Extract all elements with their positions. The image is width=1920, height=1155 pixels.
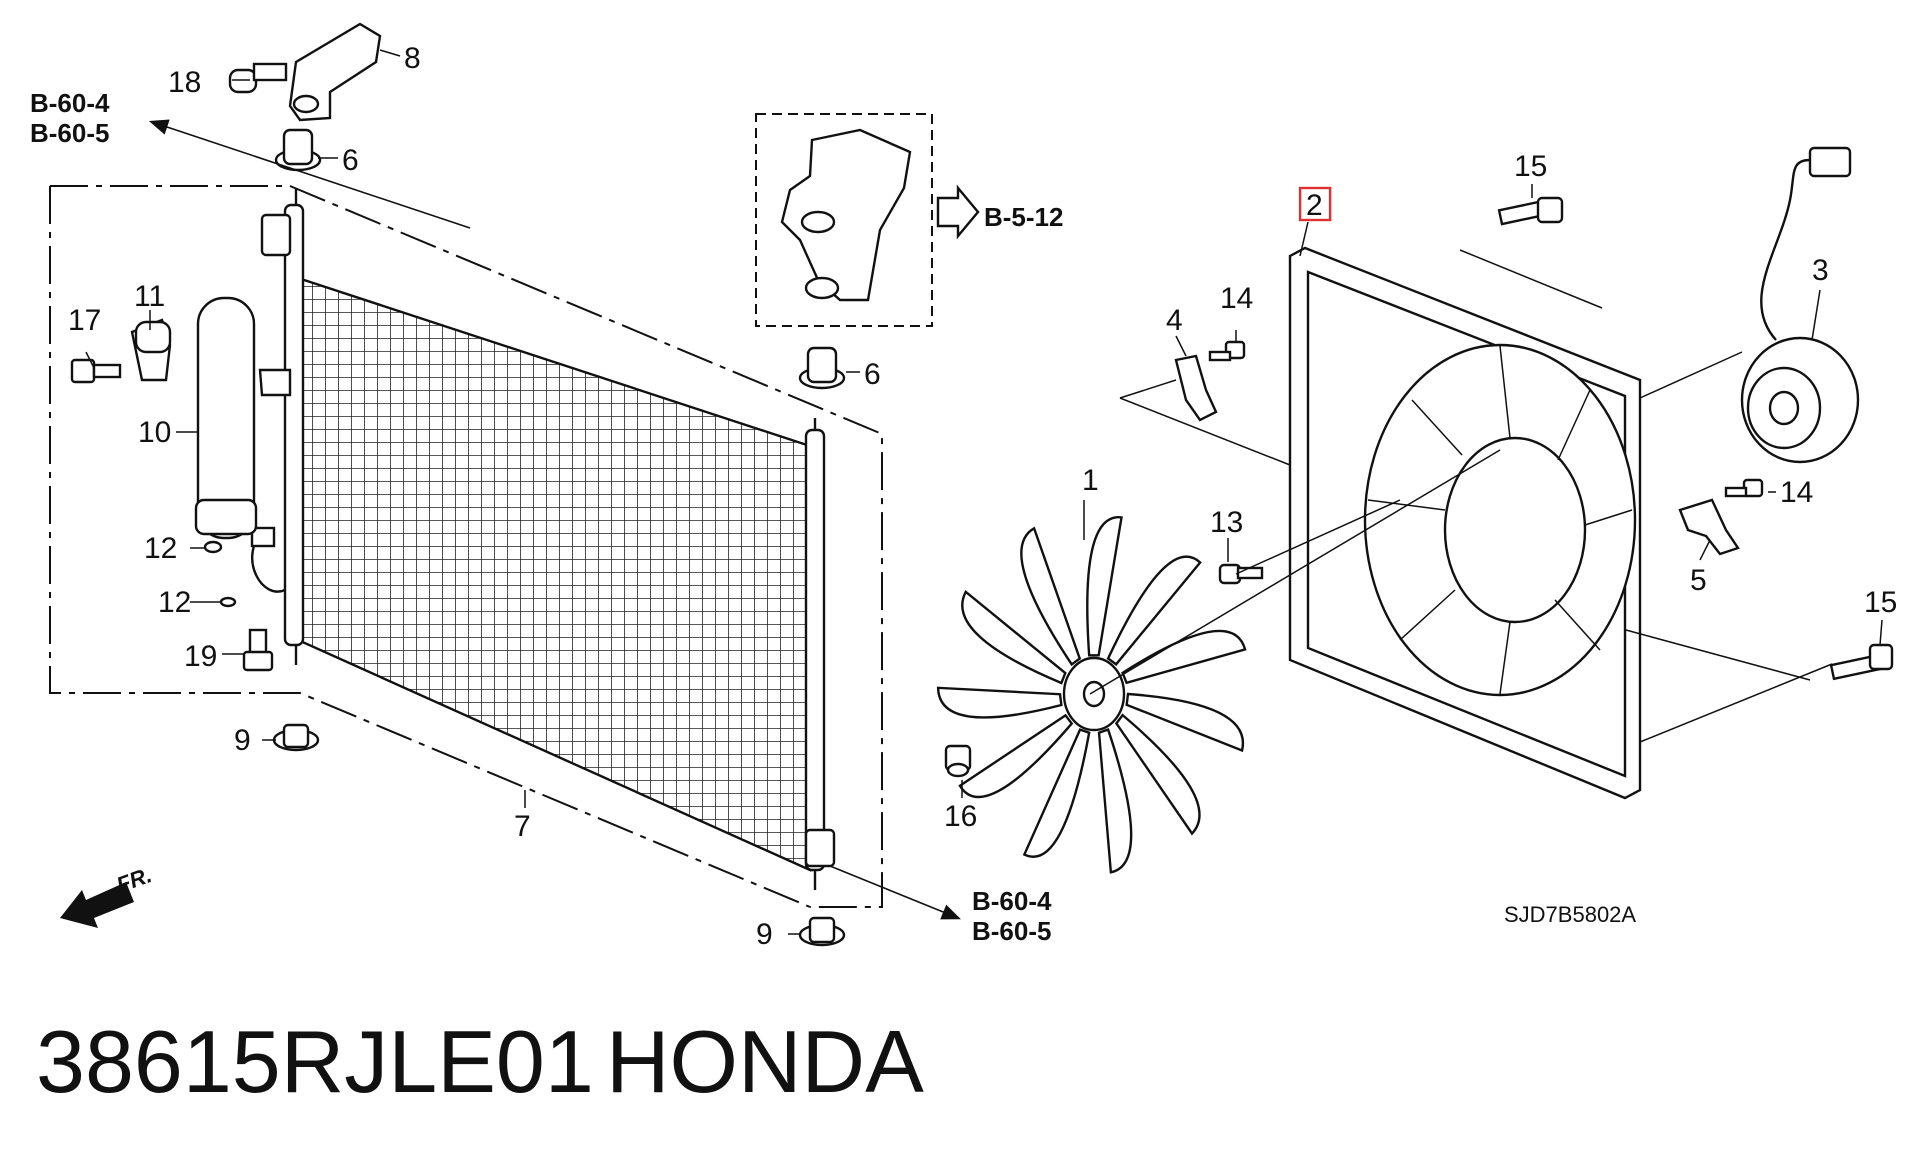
o-ring-12-lower	[219, 596, 237, 608]
ref-top-left-b: B-60-5	[30, 118, 109, 148]
cushion-6-top	[274, 128, 322, 172]
assembly-outline-bottom	[49, 186, 811, 908]
diagram-code: SJD7B5802A	[1504, 902, 1636, 927]
tank-bracket	[258, 368, 292, 397]
ref-arrow-outline	[936, 184, 980, 240]
cushion-6-middle	[798, 346, 846, 390]
fan-motor	[1740, 146, 1860, 464]
callout-6-top: 6	[342, 144, 359, 177]
brand-name: HONDA	[606, 1012, 924, 1111]
ref-bottom-a: B-60-4	[972, 886, 1052, 916]
bolt-15-right	[1829, 643, 1894, 681]
fan-blade	[1086, 516, 1123, 657]
bolt-14-upper	[1208, 340, 1246, 362]
tank-fitting-top	[260, 213, 292, 257]
fan-hub-hole	[1082, 680, 1106, 708]
callout-9-bottom: 9	[756, 918, 773, 951]
callout-10: 10	[138, 416, 171, 449]
fan-blade	[1020, 526, 1082, 667]
bolt-13	[1218, 563, 1264, 585]
fan-blade	[1125, 692, 1245, 753]
callout-17: 17	[68, 304, 101, 337]
bolt-14-right	[1724, 478, 1764, 498]
motor-wire	[1760, 158, 1811, 341]
leader-lines	[85, 49, 1883, 935]
callout-3: 3	[1812, 254, 1829, 287]
callout-15-right: 15	[1864, 586, 1897, 619]
fan-blade	[958, 713, 1074, 799]
callout-13: 13	[1210, 506, 1243, 539]
callout-8: 8	[404, 42, 421, 75]
fan-shroud	[1288, 246, 1642, 800]
callout-16: 16	[944, 800, 977, 833]
bracket-detail	[780, 128, 912, 302]
motor-connector	[1808, 146, 1852, 178]
callout-6-middle: 6	[864, 358, 881, 391]
receiver-dryer-body	[196, 296, 256, 540]
cushion-9-left	[272, 723, 320, 752]
callout-12-lower: 12	[158, 586, 191, 619]
callout-11: 11	[134, 280, 165, 313]
highlight-box	[1298, 186, 1332, 222]
callout-12-upper: 12	[144, 532, 177, 565]
condenser-left-tank	[283, 203, 305, 647]
bracket-8	[288, 22, 382, 122]
callout-14-upper: 14	[1220, 282, 1253, 315]
part-number: 38615RJLE01	[36, 1012, 594, 1111]
bolt-19	[242, 628, 274, 672]
callout-7: 7	[514, 810, 531, 843]
fan-blade	[1022, 728, 1091, 858]
condenser-core	[296, 276, 812, 872]
fan-blade	[936, 686, 1063, 719]
fan-blade	[1097, 728, 1133, 874]
tank-fitting-bottom	[804, 828, 836, 868]
bracket-detail-box	[755, 113, 933, 327]
ref-bottom-b: B-60-5	[972, 916, 1051, 946]
nut-16	[944, 744, 972, 778]
shroud-hub	[1443, 436, 1587, 624]
fan-blade	[1114, 713, 1201, 836]
front-marker-label: FR.	[113, 862, 155, 898]
fan-blade	[961, 590, 1067, 685]
cooling-fan	[936, 516, 1247, 874]
condenser-assembly	[49, 185, 883, 908]
callout-labels: 1 2 3 4 5 6 6 7 8 9 9 10 11 12 12 13 14 …	[68, 42, 1897, 951]
ref-bracket: B-5-12	[984, 202, 1063, 232]
callout-5: 5	[1690, 564, 1707, 597]
o-ring-12-upper	[203, 540, 223, 554]
condenser-right-tank	[804, 428, 826, 872]
ref-top-left-a: B-60-4	[30, 88, 110, 118]
ref-arrow-top-left	[148, 119, 471, 229]
bolt-15-upper	[1497, 196, 1564, 226]
ref-arrow-bottom	[829, 865, 961, 920]
bracket-5	[1678, 498, 1740, 556]
bolt-18	[228, 62, 288, 94]
callout-14-right: 14	[1780, 476, 1813, 509]
receiver-dryer	[194, 296, 258, 540]
callout-18: 18	[168, 66, 201, 99]
upper-bracket-callout	[755, 113, 980, 327]
callout-19: 19	[184, 640, 217, 673]
dryer-holder	[130, 318, 172, 382]
callout-4: 4	[1166, 304, 1183, 337]
bolt-17	[70, 358, 122, 384]
callout-1: 1	[1082, 464, 1099, 497]
callout-2: 2	[1306, 189, 1323, 222]
callout-9-left: 9	[234, 724, 251, 757]
cushion-9-bottom	[798, 916, 846, 947]
fan-blade	[1106, 555, 1202, 666]
bracket-4	[1174, 354, 1218, 422]
fan-blade	[1121, 629, 1247, 685]
callout-15-upper: 15	[1514, 150, 1547, 183]
front-direction-arrow	[60, 882, 134, 928]
